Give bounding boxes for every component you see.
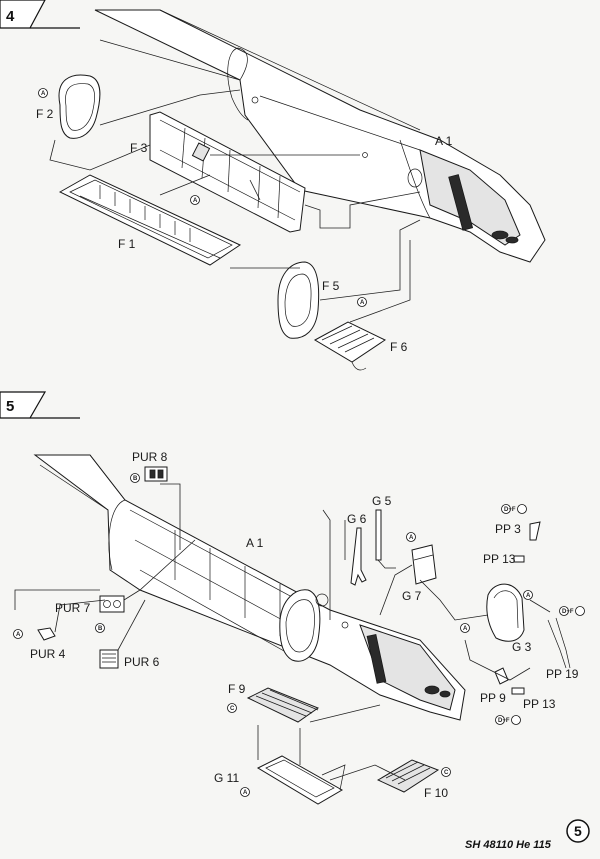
svg-text:A: A xyxy=(526,593,531,599)
label-g3: G 3 xyxy=(512,640,532,654)
part-pur8 xyxy=(144,466,168,482)
label-pp3: PP 3 xyxy=(495,522,521,536)
step-5: 5 xyxy=(0,391,585,805)
label-pur6: PUR 6 xyxy=(124,655,160,669)
glue-marker: C xyxy=(441,767,451,777)
part-g5 xyxy=(375,509,396,569)
label-g5: G 5 xyxy=(372,494,392,508)
part-f6 xyxy=(313,321,387,371)
part-pp3 xyxy=(529,521,541,541)
label-pp13-bottom: PP 13 xyxy=(523,697,556,711)
label-pur7: PUR 7 xyxy=(55,601,91,615)
part-pp13-top xyxy=(513,555,525,563)
footer-code: SH 48110 He 115 xyxy=(465,839,552,851)
glue-marker: B xyxy=(95,623,105,633)
part-g3 xyxy=(486,583,525,642)
label-f1: F 1 xyxy=(118,237,136,251)
svg-text:A: A xyxy=(409,535,414,541)
glue-marker: A xyxy=(240,787,250,797)
svg-text:A: A xyxy=(41,91,46,97)
part-pp19 xyxy=(547,617,571,669)
part-pur6 xyxy=(99,649,119,669)
part-pp13-bottom xyxy=(511,687,525,695)
label-pur8: PUR 8 xyxy=(132,450,168,464)
label-g7: G 7 xyxy=(402,589,422,603)
part-g6 xyxy=(350,527,367,586)
label-f9: F 9 xyxy=(228,682,246,696)
paint-code: D+F xyxy=(559,606,585,616)
glue-marker: A xyxy=(523,590,533,600)
label-g6: G 6 xyxy=(347,512,367,526)
glue-marker: A xyxy=(13,629,23,639)
part-g11 xyxy=(256,755,344,805)
part-f1 xyxy=(58,174,242,266)
svg-text:A: A xyxy=(16,632,21,638)
part-f3 xyxy=(149,111,306,233)
label-pur4: PUR 4 xyxy=(30,647,66,661)
label-pp19: PP 19 xyxy=(546,667,579,681)
svg-text:A: A xyxy=(193,198,198,204)
part-f5 xyxy=(277,261,320,339)
part-pur4 xyxy=(37,627,56,641)
svg-text:C: C xyxy=(230,706,235,712)
svg-text:A: A xyxy=(360,300,365,306)
part-g7 xyxy=(411,544,437,585)
part-pur7 xyxy=(99,595,125,613)
label-pp13-top: PP 13 xyxy=(483,552,516,566)
step-4-number: 4 xyxy=(6,8,15,25)
glue-marker: A xyxy=(406,532,416,542)
glue-marker: C xyxy=(227,703,237,713)
label-f3: F 3 xyxy=(130,141,148,155)
label-pp9: PP 9 xyxy=(480,691,506,705)
label-g11: G 11 xyxy=(214,771,239,785)
footer: SH 48110 He 115 5 xyxy=(465,819,590,851)
svg-text:D+F: D+F xyxy=(504,507,516,513)
svg-text:D+F: D+F xyxy=(562,609,574,615)
step-4-assembly-lines xyxy=(49,89,421,323)
glue-marker: B xyxy=(130,473,140,483)
part-f10 xyxy=(321,759,440,793)
fuselage-half-a1 xyxy=(94,9,546,263)
label-a1: A 1 xyxy=(246,536,264,550)
paint-code: D+F xyxy=(501,504,527,514)
glue-marker: A xyxy=(38,88,48,98)
glue-marker: A xyxy=(357,297,367,307)
label-a1: A 1 xyxy=(435,134,453,148)
step-5-number: 5 xyxy=(6,398,14,415)
glue-marker: A xyxy=(190,195,200,205)
label-f2: F 2 xyxy=(36,107,54,121)
paint-code: D+F xyxy=(495,715,521,725)
step-5-header: 5 xyxy=(0,391,80,419)
label-f10: F 10 xyxy=(424,786,448,800)
svg-text:D+F: D+F xyxy=(498,718,510,724)
step-4: 4 xyxy=(0,0,546,371)
svg-text:C: C xyxy=(444,770,449,776)
label-f6: F 6 xyxy=(390,340,408,354)
svg-text:B: B xyxy=(133,476,138,482)
step-4-header: 4 xyxy=(0,0,80,29)
svg-text:A: A xyxy=(243,790,248,796)
svg-text:A: A xyxy=(463,626,468,632)
page-number: 5 xyxy=(574,823,582,839)
label-f5: F 5 xyxy=(322,279,340,293)
svg-text:B: B xyxy=(98,626,103,632)
step-5-assembly-lines xyxy=(14,483,551,781)
glue-marker: A xyxy=(460,623,470,633)
part-f9 xyxy=(246,687,320,723)
fuselage-half-a1-step5 xyxy=(33,454,466,721)
part-f2 xyxy=(58,74,101,139)
